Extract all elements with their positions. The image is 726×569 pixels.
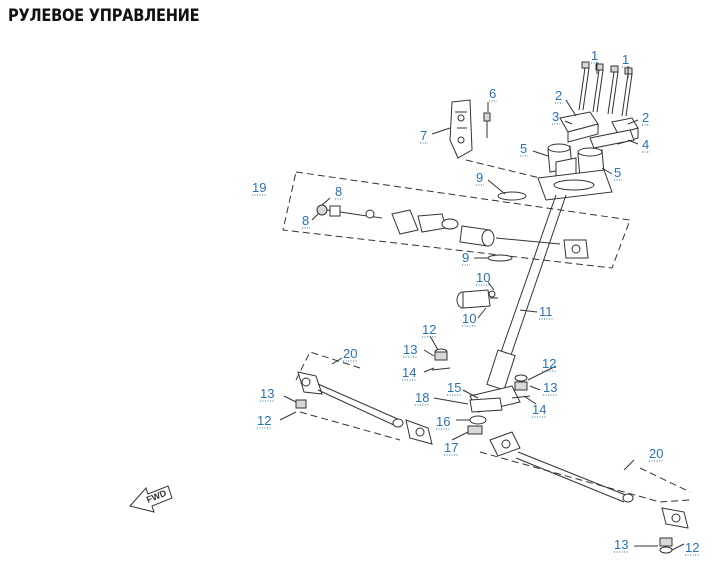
callout-8[interactable]: 8 bbox=[302, 213, 309, 228]
bracket-part-7 bbox=[449, 99, 473, 159]
callout-16[interactable]: 16 bbox=[436, 414, 450, 429]
callout-2[interactable]: 2 bbox=[642, 110, 649, 125]
callout-14[interactable]: 14 bbox=[402, 365, 416, 380]
callout-13[interactable]: 13 bbox=[403, 342, 417, 357]
callout-1[interactable]: 1 bbox=[591, 48, 598, 63]
center-linkage-parts bbox=[431, 348, 531, 435]
callout-4[interactable]: 4 bbox=[642, 137, 649, 152]
callout-8[interactable]: 8 bbox=[335, 184, 342, 199]
callout-14[interactable]: 14 bbox=[532, 402, 546, 417]
tie-rod-left-part-20 bbox=[295, 371, 433, 445]
linkage-assembly-19 bbox=[316, 204, 589, 259]
callout-15[interactable]: 15 bbox=[447, 380, 461, 395]
callout-12[interactable]: 12 bbox=[422, 322, 436, 337]
tie-rod-right-part-20 bbox=[489, 431, 689, 554]
assembly-outline-20-left bbox=[295, 351, 361, 381]
assembly-outline-20-left-b bbox=[299, 411, 401, 441]
assembly-guide bbox=[465, 159, 541, 179]
forward-direction-icon: FWD bbox=[129, 485, 173, 513]
callout-5[interactable]: 5 bbox=[614, 165, 621, 180]
steering-column-part-11 bbox=[469, 169, 613, 413]
bolt-part-6 bbox=[483, 112, 491, 138]
page-title: РУЛЕВОЕ УПРАВЛЕНИЕ bbox=[8, 6, 200, 26]
callout-13[interactable]: 13 bbox=[543, 380, 557, 395]
callout-1[interactable]: 1 bbox=[622, 52, 629, 67]
callout-7[interactable]: 7 bbox=[420, 128, 427, 143]
cylinder-part-10 bbox=[456, 289, 498, 309]
assembly-outline-19 bbox=[282, 171, 631, 269]
callout-10[interactable]: 10 bbox=[476, 270, 490, 285]
callout-10[interactable]: 10 bbox=[462, 311, 476, 326]
callout-12[interactable]: 12 bbox=[542, 356, 556, 371]
callout-2[interactable]: 2 bbox=[555, 88, 562, 103]
callout-5[interactable]: 5 bbox=[520, 141, 527, 156]
callout-3[interactable]: 3 bbox=[552, 109, 559, 124]
callout-11[interactable]: 11 bbox=[539, 304, 553, 319]
callout-leaders bbox=[279, 62, 685, 551]
clamp-part-4 bbox=[589, 129, 635, 149]
callout-20[interactable]: 20 bbox=[649, 446, 663, 461]
assembly-outline-20-right-b bbox=[639, 467, 691, 493]
clamp-part-3 bbox=[559, 111, 599, 143]
callout-6[interactable]: 6 bbox=[489, 86, 496, 101]
bolts-part-1 bbox=[578, 61, 633, 117]
bushings-part-5 bbox=[547, 143, 605, 181]
callout-13[interactable]: 13 bbox=[260, 386, 274, 401]
washer-part-9-upper bbox=[497, 191, 527, 201]
callout-9[interactable]: 9 bbox=[476, 170, 483, 185]
callout-20[interactable]: 20 bbox=[343, 346, 357, 361]
callout-underlines bbox=[252, 62, 700, 556]
callout-17[interactable]: 17 bbox=[444, 440, 458, 455]
callout-18[interactable]: 18 bbox=[415, 390, 429, 405]
callout-19[interactable]: 19 bbox=[252, 180, 266, 195]
callout-12[interactable]: 12 bbox=[685, 540, 699, 555]
callout-9[interactable]: 9 bbox=[462, 250, 469, 265]
callout-12[interactable]: 12 bbox=[257, 413, 271, 428]
washer-part-9-lower bbox=[487, 254, 513, 262]
callout-labels: 1 1 2 2 3 4 5 5 6 7 8 8 9 9 10 10 11 12 … bbox=[252, 48, 699, 555]
callout-13[interactable]: 13 bbox=[614, 537, 628, 552]
